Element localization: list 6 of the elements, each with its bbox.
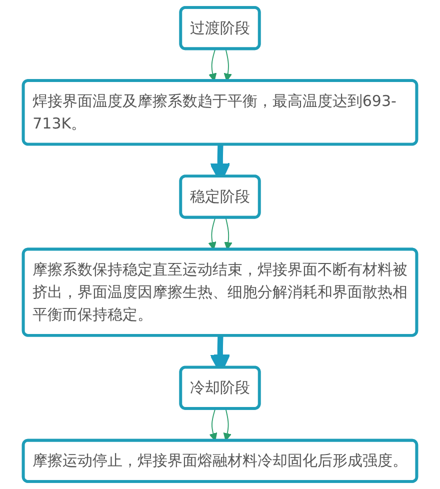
arrow bbox=[223, 408, 232, 442]
arrow bbox=[224, 48, 232, 82]
arrow bbox=[208, 48, 217, 82]
arrow bbox=[224, 217, 232, 250]
arrow bbox=[209, 408, 218, 442]
arrow bbox=[208, 217, 216, 250]
